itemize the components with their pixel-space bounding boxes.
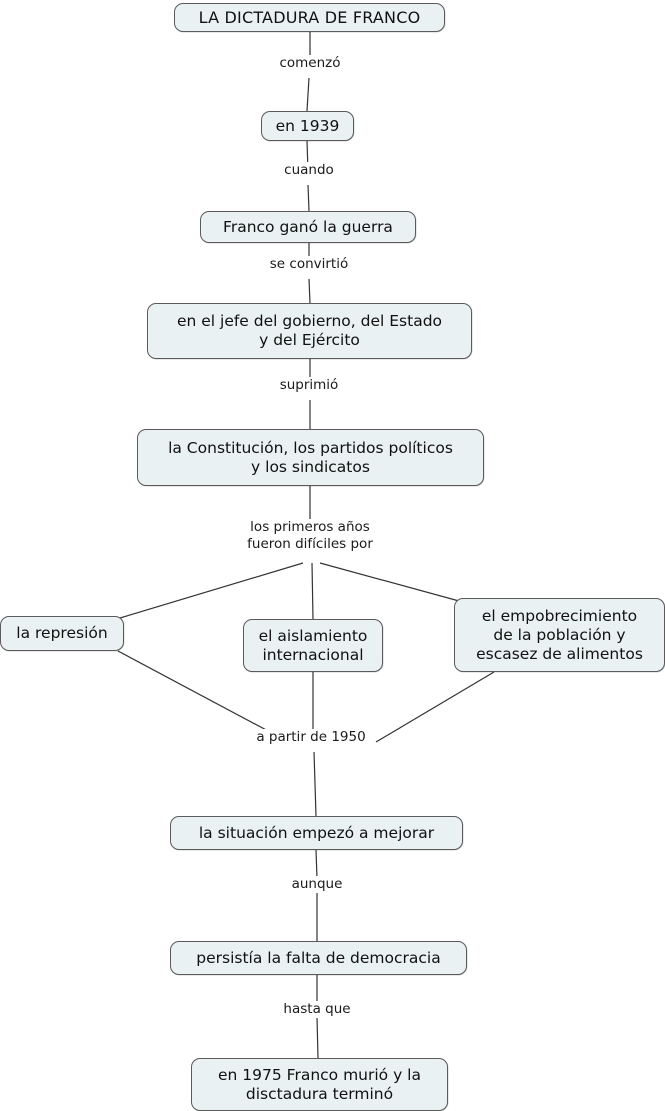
connector-line	[119, 562, 304, 619]
concept-node-title[interactable]: LA DICTADURA DE FRANCO	[174, 3, 445, 32]
connector-line	[311, 562, 314, 620]
link-label: los primeros años fueron difíciles por	[244, 519, 376, 553]
concept-node[interactable]: en el jefe del gobierno, del Estado y de…	[147, 303, 472, 359]
link-label: a partir de 1950	[253, 729, 369, 746]
connector-line	[306, 77, 310, 112]
connector-line	[319, 562, 471, 605]
link-label: comenzó	[276, 55, 344, 72]
link-label: cuando	[281, 162, 337, 179]
link-label: se convirtió	[266, 256, 352, 273]
connector-line	[315, 849, 318, 879]
link-label: hasta que	[280, 1001, 354, 1018]
concept-node[interactable]: la situación empezó a mejorar	[170, 816, 463, 850]
connector-line	[307, 184, 310, 212]
concept-node[interactable]: la represión	[0, 616, 124, 651]
connector-line	[308, 278, 311, 304]
connector-line	[375, 671, 495, 743]
link-label: aunque	[288, 876, 346, 893]
concept-node[interactable]: en 1939	[261, 111, 354, 141]
connector-line	[313, 751, 317, 817]
concept-node[interactable]: el empobrecimiento de la población y esc…	[454, 598, 665, 672]
concept-node[interactable]: en 1975 Franco murió y la disctadura ter…	[191, 1058, 448, 1111]
connector-line	[316, 1016, 319, 1059]
link-label: suprimió	[276, 377, 342, 394]
concept-node[interactable]: persistía la falta de democracia	[170, 941, 467, 975]
concept-node[interactable]: Franco ganó la guerra	[200, 211, 416, 243]
concept-node[interactable]: el aislamiento internacional	[243, 619, 383, 672]
concept-node[interactable]: la Constitución, los partidos políticos …	[137, 429, 484, 486]
